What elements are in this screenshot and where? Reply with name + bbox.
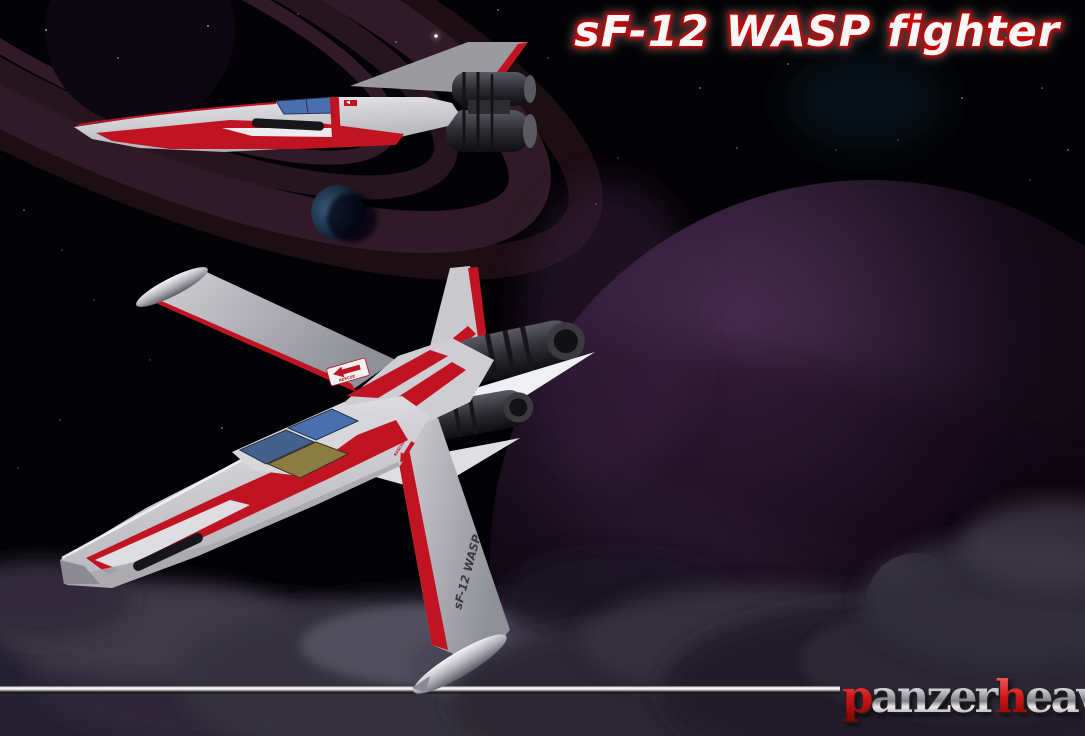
gun-barrel xyxy=(133,533,203,571)
ship2-nose-underside xyxy=(60,560,100,584)
star xyxy=(23,209,25,211)
star xyxy=(699,87,701,89)
star xyxy=(1041,87,1043,89)
engine-rib xyxy=(467,396,479,435)
cloud-puff xyxy=(960,500,1085,590)
star xyxy=(1029,179,1031,181)
ship1-engine-lower xyxy=(446,110,530,152)
canopy-pane-gold-reflection xyxy=(266,441,350,479)
arrow-left-icon xyxy=(400,441,415,463)
ship2-rescue-decal-a: RESCUE xyxy=(326,357,370,387)
title-block: sF-12 WASP fighter sF-12 WASP fighter sF… xyxy=(570,3,1066,62)
star xyxy=(297,13,299,15)
engine-nozzle-inner xyxy=(553,329,578,354)
star xyxy=(395,41,397,43)
title-text-glow-red: sF-12 WASP fighter xyxy=(574,7,1062,57)
star xyxy=(961,97,963,99)
logo-part-metal: eavy xyxy=(1025,670,1085,723)
star xyxy=(45,29,47,31)
ship1-top-pinstripe xyxy=(77,102,277,126)
logo-shadow: panzerheavy xyxy=(845,674,1085,727)
planet-ring-mid xyxy=(0,0,459,200)
engine-nozzle-inner xyxy=(509,398,528,417)
engine-rib xyxy=(484,333,500,380)
star xyxy=(93,299,95,301)
ship-main-view: sF-12 WASP RESCUE xyxy=(60,266,595,694)
title-text-glow-white: sF-12 WASP fighter xyxy=(574,7,1062,57)
planet-ring-main xyxy=(0,0,551,254)
planet-limb-glow xyxy=(520,180,700,480)
logo-part-red: p xyxy=(842,670,872,723)
star xyxy=(61,249,63,251)
ship-side-view xyxy=(74,42,537,152)
logo-text: panzerheavy xyxy=(842,670,1085,723)
star xyxy=(149,359,151,361)
canopy-pane-blue-front xyxy=(238,429,316,465)
title-text: sF-12 WASP fighter xyxy=(574,7,1062,57)
ship2-port-wing-red-edge xyxy=(150,296,356,392)
wingtip-pod-fin xyxy=(412,676,430,692)
ship2-deck-red-flash xyxy=(346,350,448,398)
ship2-port-wing xyxy=(150,268,396,390)
logo-part-metal: anzer xyxy=(870,670,999,723)
decal-text: RESCUE xyxy=(338,373,356,383)
star xyxy=(17,467,19,469)
ship2-port-wingtip-pod xyxy=(136,267,208,307)
canopy-pane-blue xyxy=(286,408,360,441)
star xyxy=(59,419,61,421)
star xyxy=(117,57,119,59)
ship2-fin-red-edge xyxy=(468,267,488,352)
ship2-keel-shade xyxy=(66,462,400,588)
ship1-nozzle-upper xyxy=(524,75,536,103)
artist-logo: panzerheavy panzerheavy panzerheavy xyxy=(842,670,1085,727)
star-glow xyxy=(431,31,441,41)
star xyxy=(787,63,789,65)
star xyxy=(207,25,209,27)
ship2-nose-gun xyxy=(133,533,203,571)
star xyxy=(579,29,581,31)
star xyxy=(497,9,499,11)
star xyxy=(835,149,837,151)
blue-moon xyxy=(311,185,377,243)
star xyxy=(736,147,738,149)
ship1-canopy-frame xyxy=(305,98,309,115)
ship2-starboard-wing: sF-12 WASP xyxy=(392,418,510,694)
star xyxy=(617,157,619,159)
star xyxy=(547,57,549,59)
star xyxy=(1067,149,1069,151)
ship1-nose-gun xyxy=(251,118,324,131)
logo-dark-edge: panzerheavy xyxy=(844,672,1085,725)
ship1-nozzle-lower xyxy=(523,114,537,148)
ship2-white-blade xyxy=(95,500,250,570)
wing-red-edge xyxy=(392,423,448,650)
blue-moon-shadow xyxy=(327,193,377,243)
ringed-planet-sphere xyxy=(45,0,235,125)
logo-part-red: h xyxy=(995,670,1027,723)
ship1-rescue-decal xyxy=(344,100,357,106)
wing-surface xyxy=(392,418,510,664)
star xyxy=(221,427,223,429)
ship1-white-blade xyxy=(222,128,338,137)
teal-nebula-glow xyxy=(785,50,945,150)
ship2-canopy xyxy=(232,402,378,479)
arrow-left-icon xyxy=(333,364,361,378)
arrow-left-icon xyxy=(346,100,350,105)
engine-rib xyxy=(502,330,517,377)
engine-rib xyxy=(519,326,535,373)
nebula-clouds xyxy=(0,500,1085,736)
star xyxy=(659,29,661,31)
wingtip-pod xyxy=(413,634,507,694)
ship1-red-hoop-stripe xyxy=(329,96,342,148)
star xyxy=(1005,37,1007,39)
ship1-engine-connector xyxy=(468,100,510,114)
